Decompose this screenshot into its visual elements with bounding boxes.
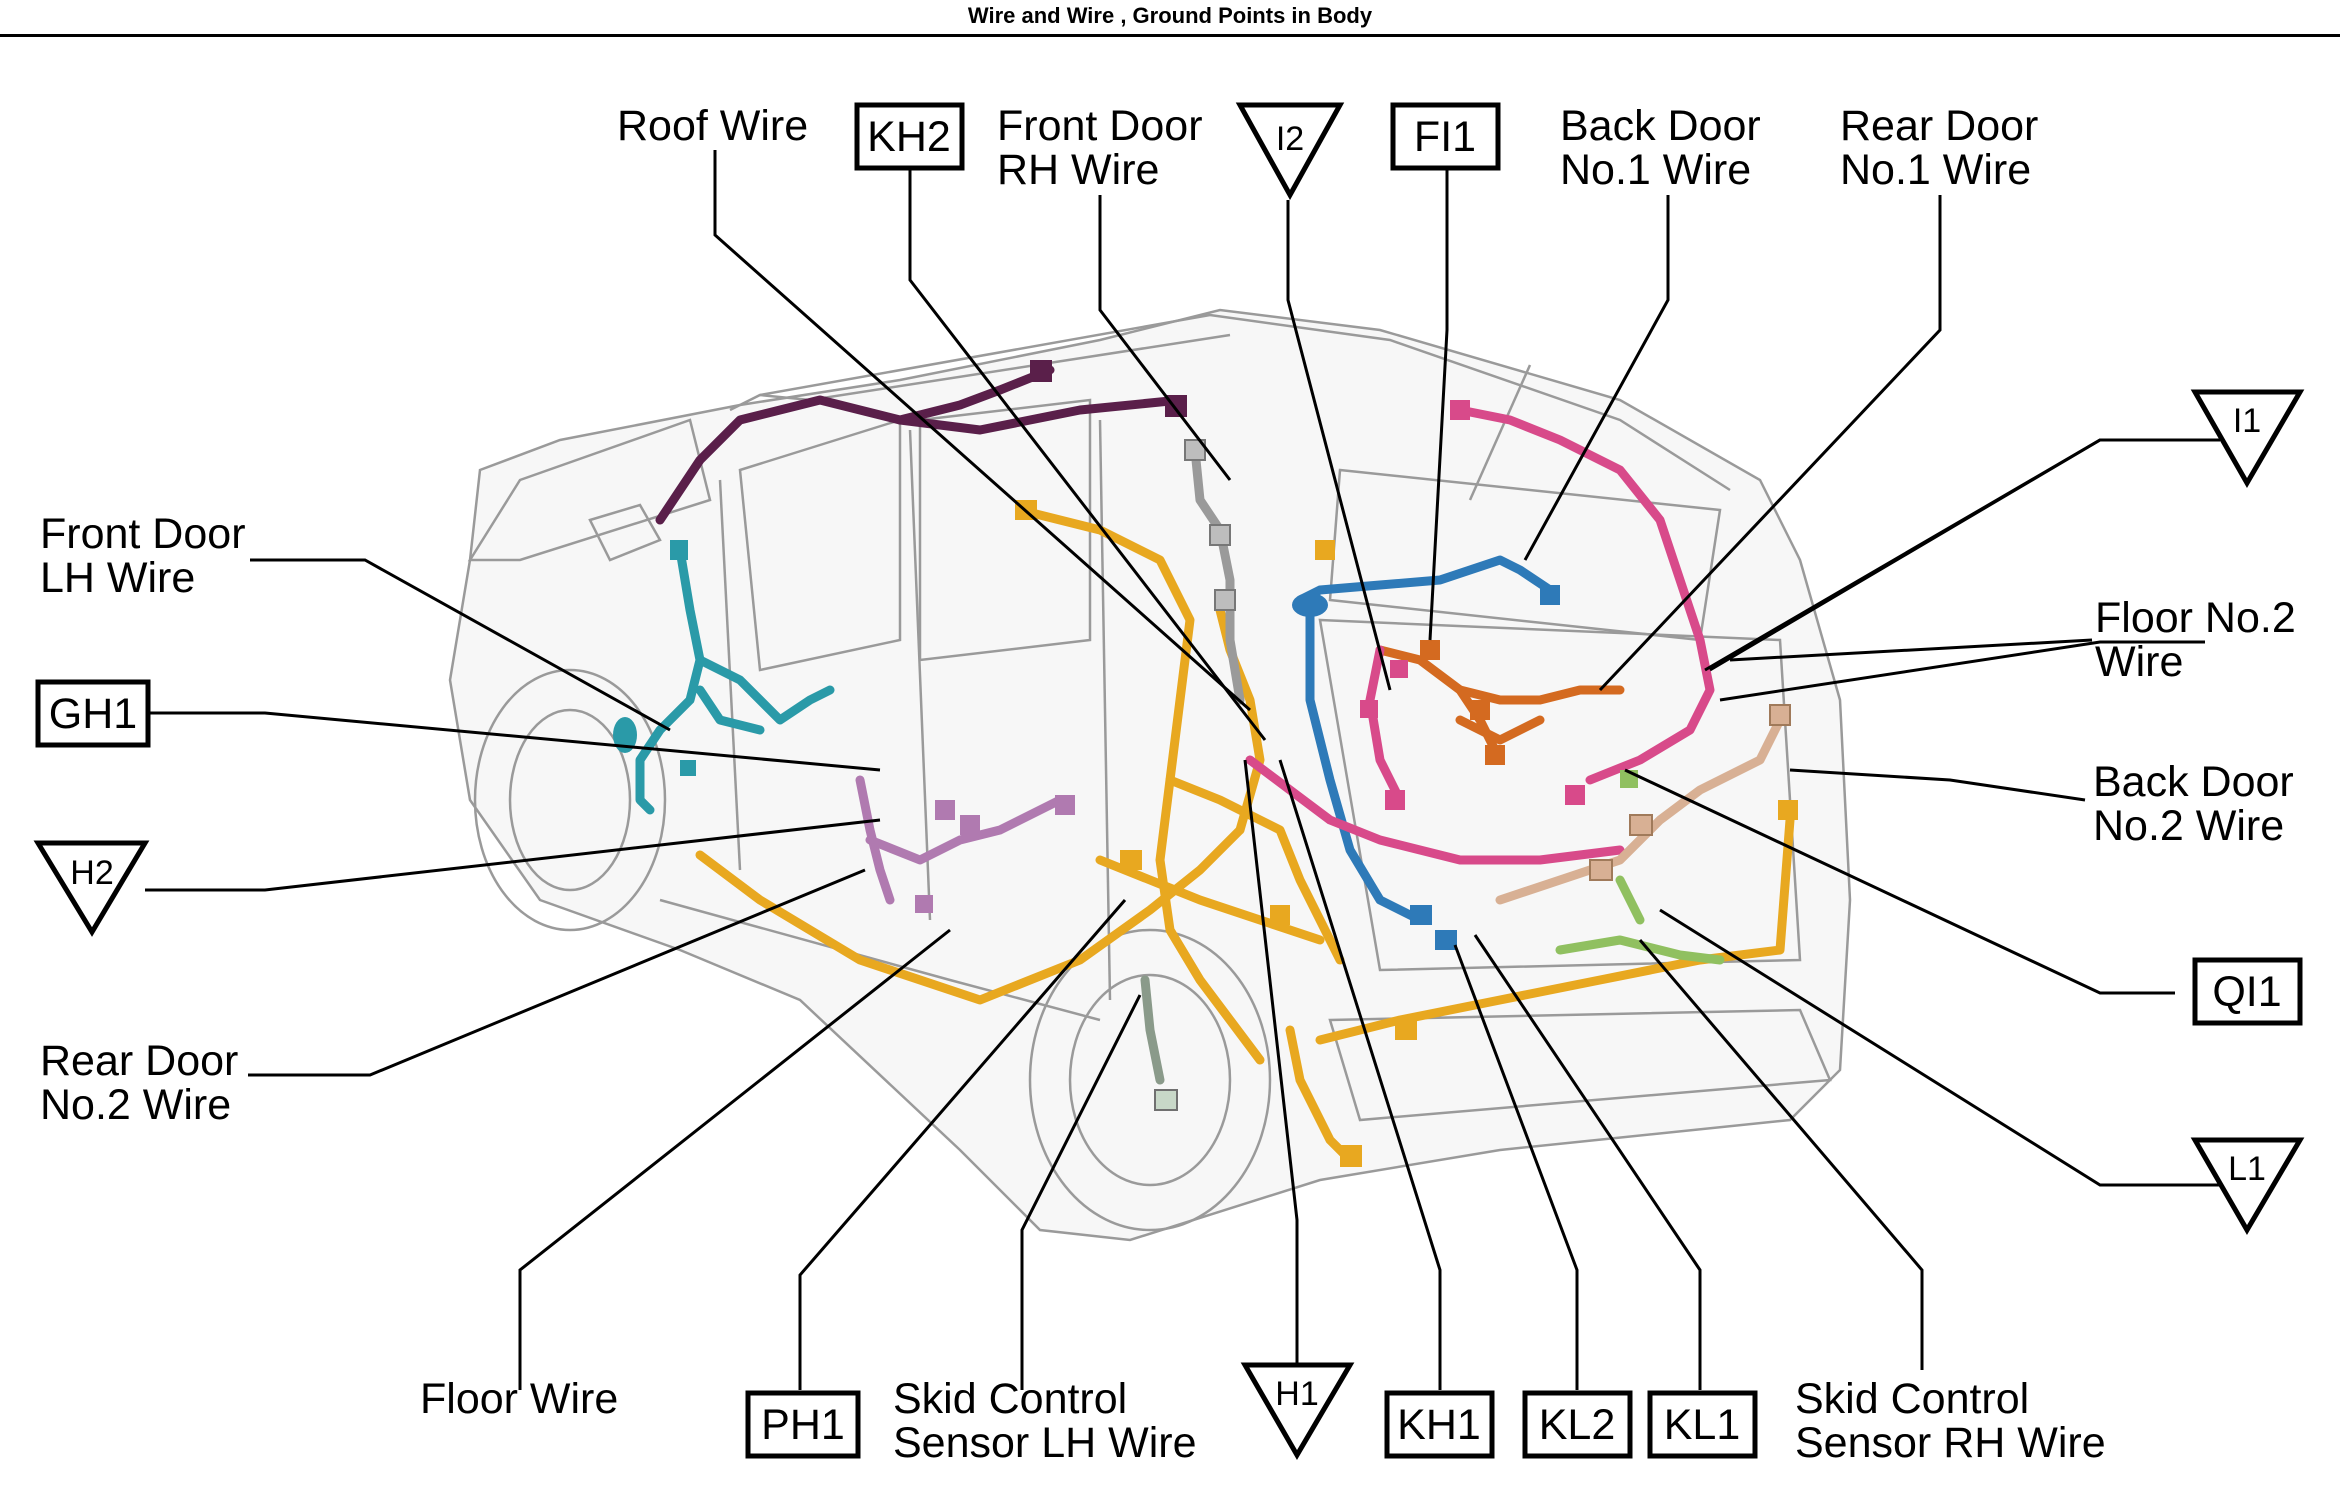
page-header: Wire and Wire , Ground Points in Body bbox=[0, 0, 2340, 37]
connector-kl1-label: KL1 bbox=[1664, 1401, 1741, 1449]
ground-point-h1-label: H1 bbox=[1275, 1375, 1318, 1413]
connector-kl1: KL1 bbox=[1647, 1390, 1758, 1459]
connector-kh1-label: KH1 bbox=[1397, 1401, 1481, 1449]
connector-kh1: KH1 bbox=[1384, 1390, 1495, 1459]
back-door-no2-harness bbox=[1495, 715, 1785, 905]
ground-point-i2-label: I2 bbox=[1276, 120, 1304, 158]
connector-ph1: PH1 bbox=[745, 1390, 861, 1459]
leader-lines bbox=[145, 150, 2230, 1390]
ground-point-i2: I2 bbox=[1235, 102, 1345, 201]
floor-no2-harness bbox=[1455, 405, 1715, 785]
connector-fi1-label: FI1 bbox=[1414, 113, 1476, 161]
label-rear-door-no1-line1: Rear Door bbox=[1840, 102, 2038, 150]
connector-qi1: QI1 bbox=[2192, 957, 2303, 1026]
label-floor-no2-line1: Floor No.2 bbox=[2095, 594, 2296, 642]
label-skid-lh-line2: Sensor LH Wire bbox=[893, 1419, 1196, 1467]
connector-fi1: FI1 bbox=[1390, 102, 1501, 171]
label-roof-wire: Roof Wire bbox=[617, 102, 808, 150]
skid-rh-harness bbox=[1555, 935, 1725, 965]
label-floor-no2-line2: Wire bbox=[2095, 638, 2183, 686]
connector-gh1-label: GH1 bbox=[49, 690, 137, 738]
connector-kh2-label: KH2 bbox=[867, 113, 951, 161]
connector-kl2: KL2 bbox=[1522, 1390, 1633, 1459]
ground-point-i1-label: I1 bbox=[2233, 402, 2261, 440]
label-skid-rh-line1: Skid Control bbox=[1795, 1375, 2029, 1423]
label-front-door-rh-line1: Front Door bbox=[997, 102, 1203, 150]
ground-point-h1: H1 bbox=[1240, 1362, 1355, 1460]
connector-codes: KH2 FI1 GH1 QI1 PH1 KH1 KL2 KL1 bbox=[35, 102, 2303, 1459]
label-back-door-no2-line1: Back Door bbox=[2093, 758, 2294, 806]
label-front-door-lh-line2: LH Wire bbox=[40, 554, 195, 602]
wire-labels: Roof Wire Front Door RH Wire Back Door N… bbox=[40, 102, 2296, 1467]
connector-gh1: GH1 bbox=[35, 679, 151, 748]
harnesses bbox=[613, 360, 1798, 1167]
rear-door-no2-harness bbox=[855, 775, 895, 905]
ground-point-h2-label: H2 bbox=[70, 854, 113, 892]
connector-kh2: KH2 bbox=[854, 102, 965, 171]
label-floor-wire: Floor Wire bbox=[420, 1375, 618, 1423]
ground-point-l1-label: L1 bbox=[2228, 1150, 2266, 1188]
vehicle-outline bbox=[448, 308, 1852, 1242]
ground-point-l1: L1 bbox=[2190, 1137, 2305, 1235]
front-door-lh-harness bbox=[635, 545, 705, 815]
label-skid-rh-line2: Sensor RH Wire bbox=[1795, 1419, 2106, 1467]
label-back-door-no1-line1: Back Door bbox=[1560, 102, 1761, 150]
floor-harness bbox=[695, 825, 1245, 1005]
front-door-rh-harness bbox=[1190, 445, 1245, 705]
ground-point-h2: H2 bbox=[33, 840, 150, 937]
page-title: Wire and Wire , Ground Points in Body bbox=[967, 3, 1373, 28]
connector-qi1-label: QI1 bbox=[2212, 968, 2281, 1016]
connector-ph1-label: PH1 bbox=[761, 1401, 845, 1449]
label-front-door-rh-line2: RH Wire bbox=[997, 146, 1159, 194]
label-back-door-no2-line2: No.2 Wire bbox=[2093, 802, 2284, 850]
label-skid-lh-line1: Skid Control bbox=[893, 1375, 1127, 1423]
ground-point-i1: I1 bbox=[2190, 389, 2305, 489]
ground-points: I2 I1 H2 L1 H1 bbox=[33, 102, 2305, 1460]
roof-harness bbox=[655, 365, 1055, 525]
label-rear-door-no1-line2: No.1 Wire bbox=[1840, 146, 2031, 194]
label-rear-door-no2-line2: No.2 Wire bbox=[40, 1081, 231, 1129]
label-back-door-no1-line2: No.1 Wire bbox=[1560, 146, 1751, 194]
label-front-door-lh-line1: Front Door bbox=[40, 510, 246, 558]
back-door-no1-harness bbox=[1295, 555, 1555, 605]
label-rear-door-no2-line1: Rear Door bbox=[40, 1037, 238, 1085]
connector-kl2-label: KL2 bbox=[1539, 1401, 1616, 1449]
